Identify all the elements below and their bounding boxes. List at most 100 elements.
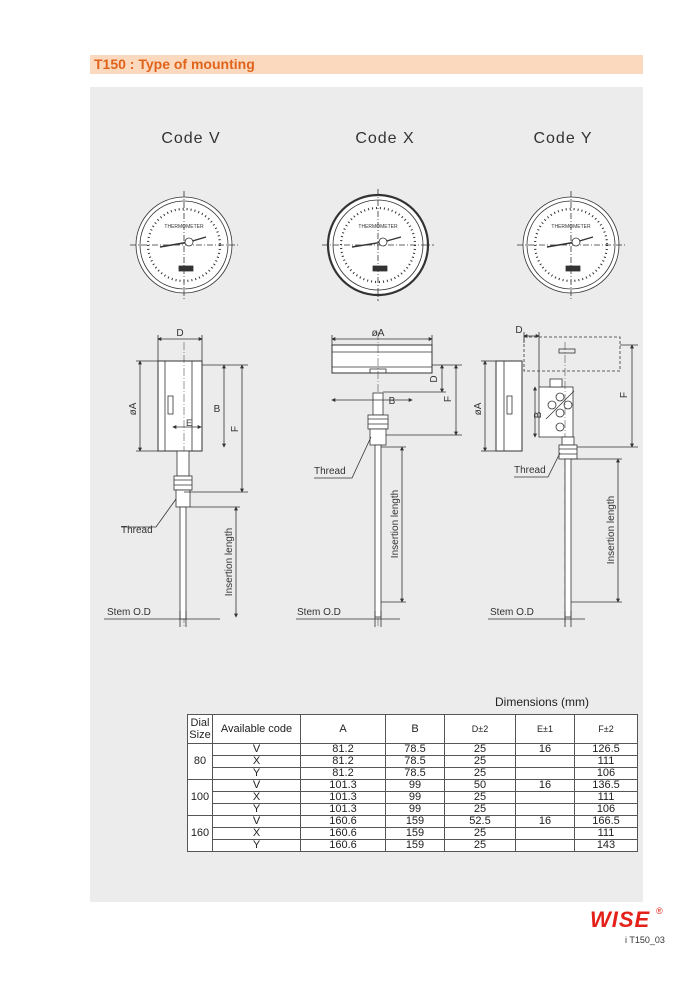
d-cell: 25 [444,791,516,804]
code-cell: V [212,743,301,756]
thread-label-v: Thread [121,525,153,536]
svg-text:D: D [429,375,440,382]
b-cell: 159 [385,839,445,852]
d-cell: 25 [444,743,516,756]
svg-text:øA: øA [473,402,484,415]
dimensions-caption: Dimensions (mm) [495,695,590,709]
table-row: Y 81.2 78.5 25 106 [188,767,638,780]
b-cell: 99 [385,779,445,792]
table-row: X 160.6 159 25 111 [188,827,638,840]
a-cell: 81.2 [300,755,386,768]
insertion-length-x: Insertion length [390,490,401,558]
svg-text:D: D [176,328,183,339]
table-row: X 101.3 99 25 111 [188,791,638,804]
a-cell: 81.2 [300,767,386,780]
wise-logo: WISE [590,907,651,932]
table-row: 100 V 101.3 99 50 16 136.5 [187,779,638,816]
section-title: T150 : Type of mounting [94,56,255,72]
svg-text:F: F [443,396,454,402]
header-d: D±2 [471,724,489,734]
b-cell: 99 [385,791,445,804]
code-v-title: Code V [161,130,221,147]
thread-label-x: Thread [314,466,346,477]
code-cell: V [212,779,301,792]
svg-text:D: D [515,325,522,336]
svg-text:F: F [619,392,630,398]
dial-size-cell: 80 [187,743,213,780]
side-view-v: D øA B F E Thread Insertion length Stem … [104,328,248,627]
f-cell: 111 [574,827,638,840]
a-cell: 101.3 [300,803,386,816]
dial-size-cell: 100 [187,779,213,816]
code-cell: Y [212,767,301,780]
page-code: i T150_03 [625,935,665,945]
insertion-length-y: Insertion length [606,496,617,564]
stem-od-x: Stem O.D [297,607,341,618]
code-cell: Y [212,839,301,852]
dimensions-table-wrap: Dial Size Available code A B D±2 E±1 F±2… [187,714,638,852]
insertion-length-v: Insertion length [224,528,235,596]
table-row: 80 V 81.2 78.5 25 16 126.5 [187,743,638,780]
code-y-title: Code Y [533,130,593,147]
side-view-x: øA D F B Thread Insertion length Stem O.… [296,328,462,627]
e-cell [515,803,575,816]
code-cell: X [212,827,301,840]
f-cell: 143 [574,839,638,852]
header-a: A [300,714,386,744]
d-cell: 52.5 [444,815,516,828]
svg-text:B: B [214,404,221,415]
a-cell: 160.6 [300,827,386,840]
registered-mark: ® [656,906,663,916]
b-cell: 159 [385,827,445,840]
a-cell: 160.6 [300,839,386,852]
header-e: E±1 [537,724,553,734]
f-cell: 126.5 [574,743,638,756]
a-cell: 101.3 [300,779,386,792]
svg-text:E: E [186,418,192,428]
b-cell: 78.5 [385,755,445,768]
header-f: F±2 [598,724,614,734]
e-cell [515,839,575,852]
svg-text:B: B [533,411,544,418]
header-dial-size: Dial Size [187,714,213,744]
table-row: X 81.2 78.5 25 111 [188,755,638,768]
f-cell: 111 [574,755,638,768]
b-cell: 99 [385,803,445,816]
d-cell: 25 [444,827,516,840]
d-cell: 25 [444,755,516,768]
thread-label-y: Thread [514,465,546,476]
svg-text:øA: øA [128,402,139,415]
b-cell: 78.5 [385,743,445,756]
stem-od-v: Stem O.D [107,607,151,618]
code-cell: V [212,815,301,828]
drawing-panel: Code V Code X Code Y THERMOME [90,87,643,902]
a-cell: 160.6 [300,815,386,828]
header-available-code: Available code [212,714,301,744]
f-cell: 136.5 [574,779,638,792]
dial-size-cell: 160 [187,815,213,852]
header-b: B [385,714,445,744]
table-row: Y 160.6 159 25 143 [188,839,638,852]
svg-text:B: B [389,396,396,407]
dial-face-x: THERMOMETER [322,189,434,301]
e-cell [515,791,575,804]
e-cell: 16 [515,743,575,756]
code-x-title: Code X [355,130,415,147]
e-cell: 16 [515,815,575,828]
b-cell: 159 [385,815,445,828]
dial-face-y: THERMOMETER [517,191,625,299]
d-cell: 25 [444,803,516,816]
svg-text:F: F [230,426,241,432]
code-cell: Y [212,803,301,816]
svg-text:øA: øA [372,328,385,339]
f-cell: 106 [574,803,638,816]
stem-od-y: Stem O.D [490,607,534,618]
f-cell: 166.5 [574,815,638,828]
a-cell: 101.3 [300,791,386,804]
f-cell: 111 [574,791,638,804]
d-cell: 25 [444,839,516,852]
dial-text-x: THERMOMETER [358,224,398,230]
dial-face-v: THERMOMETER [130,191,238,299]
side-view-y: D øA B F Thread Insertion length Stem O.… [473,325,638,627]
code-cell: X [212,755,301,768]
